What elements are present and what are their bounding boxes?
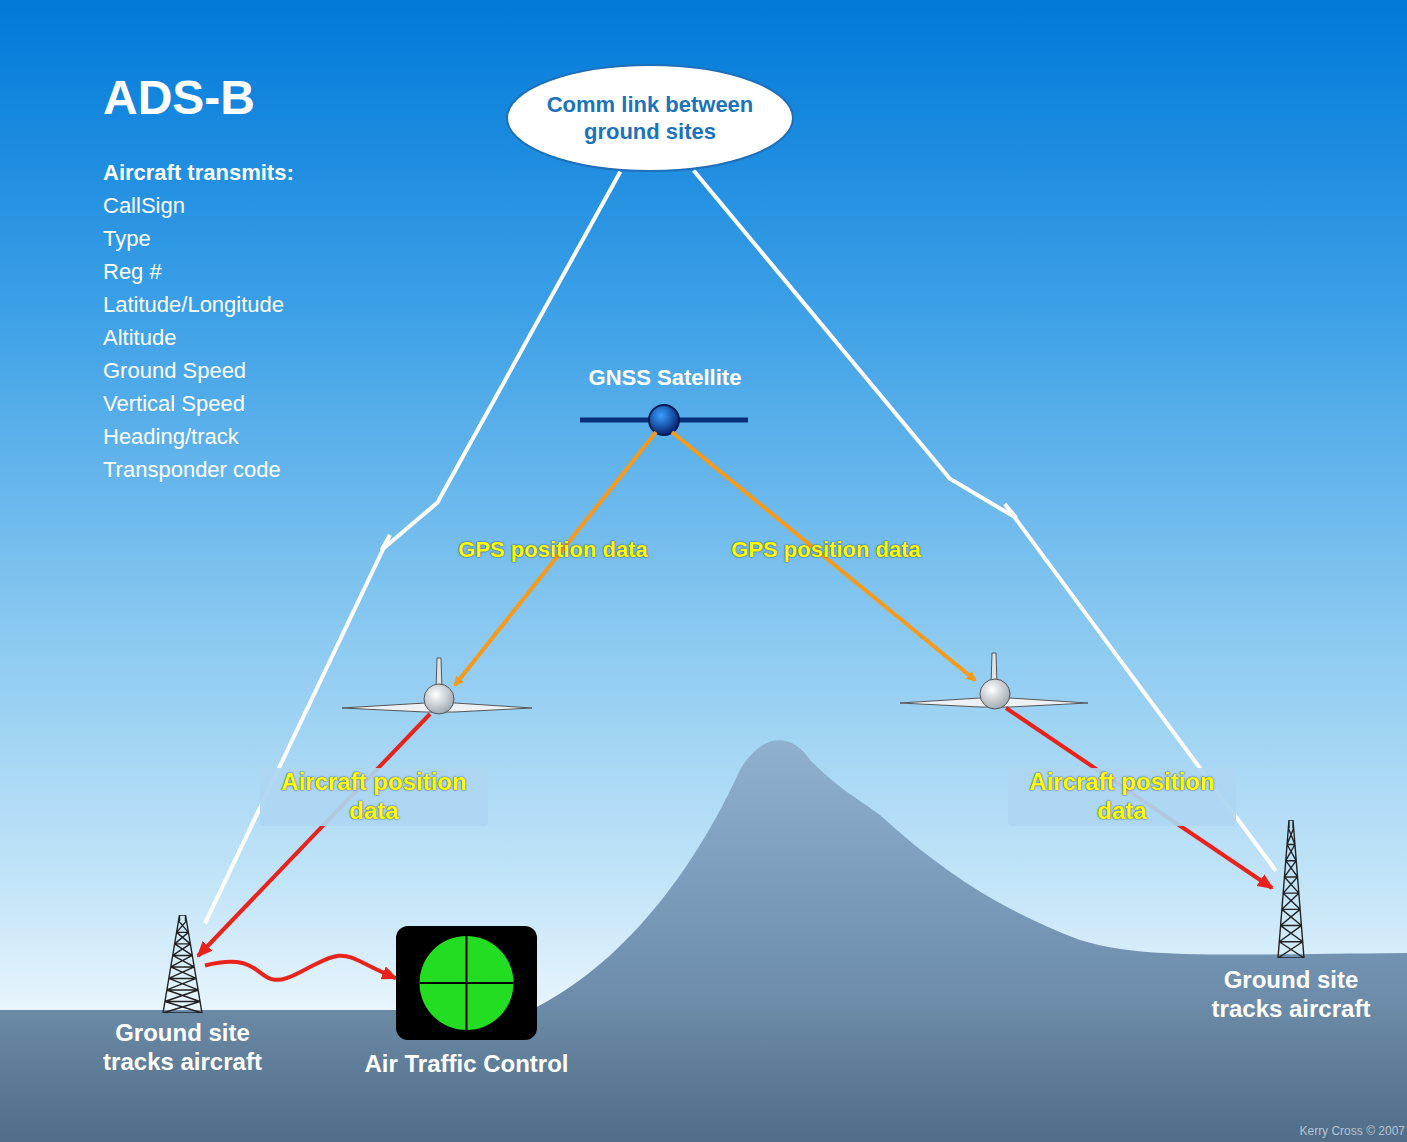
signal-label: GPS position data (433, 537, 673, 563)
gps-signal (672, 432, 975, 680)
signal-label: Aircraft position data (1008, 768, 1236, 826)
position-signal (198, 714, 430, 956)
list-heading: Aircraft transmits: (103, 160, 294, 186)
list-item: Vertical Speed (103, 391, 245, 417)
node-text: GNSS Satellite (558, 364, 772, 393)
position-signal (1006, 708, 1272, 888)
list-item: Transponder code (103, 457, 281, 483)
radar-icon (396, 926, 537, 1040)
copyright-note: Kerry Cross © 2007 (1299, 1124, 1405, 1138)
node-text: Ground site tracks aircraft (83, 1019, 283, 1077)
connector (694, 171, 1276, 872)
node-text: Comm link between ground sites (535, 91, 765, 146)
tower-icon (160, 915, 205, 1013)
list-item: CallSign (103, 193, 185, 219)
list-item: Ground Speed (103, 358, 246, 384)
comm-link-ellipse: Comm link between ground sites (505, 63, 795, 173)
ellipse-shape (507, 65, 793, 171)
ground (0, 1010, 1407, 1142)
list-item: Reg # (103, 259, 162, 285)
ground-site-tower: Ground site tracks aircraft (160, 915, 205, 1013)
satellite-label-box: GNSS Satellite (558, 364, 772, 400)
tower-lattice (163, 915, 202, 1013)
signal-label: GPS position data (706, 537, 946, 563)
list-item: Type (103, 226, 151, 252)
aircraft (342, 658, 532, 714)
atc-radar-screen: Air Traffic Control (396, 926, 537, 1040)
satellite-icon (580, 405, 748, 435)
list-item: Altitude (103, 325, 176, 351)
connector (205, 956, 396, 980)
aircraft (900, 653, 1088, 709)
tower-icon (1276, 820, 1306, 958)
list-item: Heading/track (103, 424, 239, 450)
tower-lattice (1278, 820, 1304, 958)
radar-crosshair (420, 936, 514, 1030)
ellipse-outline (505, 63, 795, 173)
node-text: Air Traffic Control (347, 1050, 587, 1079)
diagram-title: ADS-B (103, 70, 255, 125)
radar-disc (420, 936, 514, 1030)
list-item: Latitude/Longitude (103, 292, 284, 318)
ground-site-tower: Ground site tracks aircraft (1276, 820, 1306, 958)
signal-label: Aircraft position data (260, 768, 488, 826)
node-text: Ground site tracks aircraft (1191, 966, 1391, 1024)
